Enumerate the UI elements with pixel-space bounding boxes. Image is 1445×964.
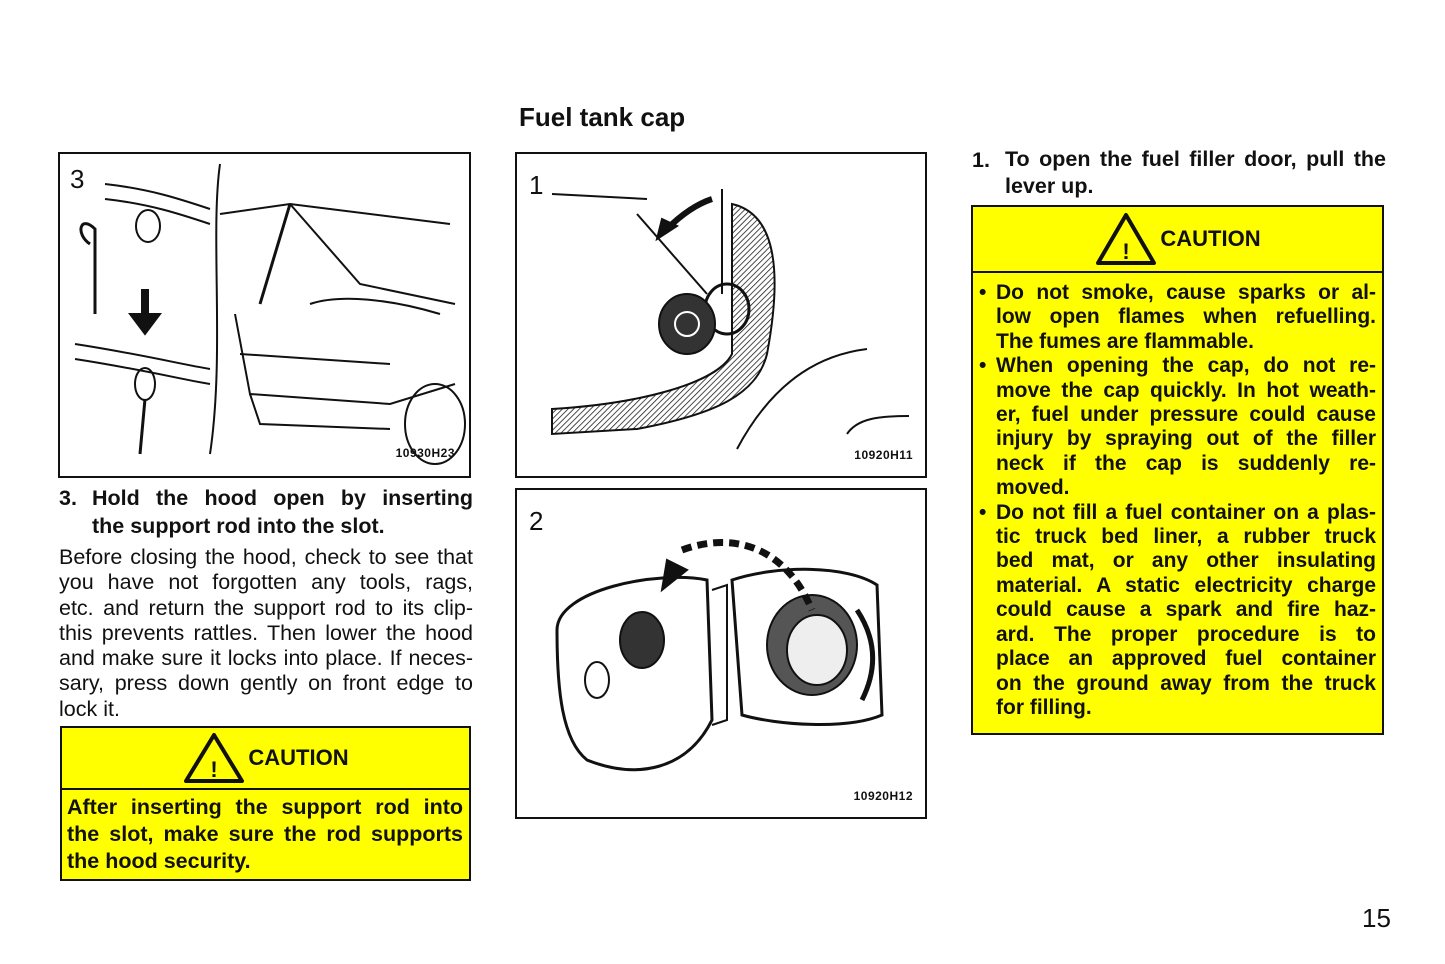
caution-line: moved. — [996, 476, 1070, 500]
caution-bullet: • When opening the cap, do not re-move th… — [979, 354, 1376, 500]
bullet-icon: • — [979, 500, 987, 524]
step-line: the support rod into the slot. — [92, 514, 385, 538]
caution-text: After inserting the support rod into the … — [62, 790, 469, 875]
caution-line: on the ground away from the truck — [996, 671, 1376, 695]
caution-line: the slot, make sure the rod supports — [67, 822, 463, 846]
caution-line: er, fuel under pressure could cause — [996, 403, 1376, 427]
paragraph-line: sary, press down gently on front edge to — [59, 671, 473, 696]
hood-caution-box: ! CAUTION After inserting the support ro… — [60, 726, 471, 881]
paragraph-line: etc. and return the support rod to its c… — [59, 595, 473, 620]
svg-text:!: ! — [1123, 239, 1130, 264]
bullet-icon: • — [979, 354, 987, 378]
figure-code: 10920H11 — [854, 448, 913, 462]
bullet-icon: • — [979, 281, 987, 304]
hood-drawing — [74, 163, 466, 465]
caution-line: The fumes are flammable. — [996, 329, 1254, 353]
step-line: To open the fuel filler door, pull the — [1005, 147, 1386, 171]
caution-line: injury by spraying out of the filler — [996, 427, 1376, 451]
figure-code: 10920H12 — [853, 789, 913, 803]
warning-triangle-icon: ! — [184, 733, 245, 783]
section-heading: Fuel tank cap — [519, 102, 686, 132]
step-line: Hold the hood open by inserting — [92, 486, 473, 510]
caution-bullet: • Do not fill a fuel container on a plas-… — [979, 501, 1376, 721]
caution-line: bed mat, or any other insulating — [996, 549, 1376, 573]
hood-closing-paragraph: Before closing the hood, check to see th… — [59, 545, 473, 722]
caution-line: After inserting the support rod into — [67, 795, 463, 819]
caution-line: neck if the cap is suddenly re- — [996, 451, 1376, 475]
caution-line: Do not fill a fuel container on a plas- — [996, 500, 1376, 524]
svg-text:!: ! — [211, 757, 218, 782]
caution-label: CAUTION — [248, 745, 349, 770]
hood-step-instruction: 3. Hold the hood open by inserting the su… — [59, 484, 473, 540]
caution-line: tic truck bed liner, a rubber truck — [996, 525, 1376, 549]
caution-label: CAUTION — [1160, 226, 1261, 251]
step-number: 3. — [59, 486, 77, 510]
warning-triangle-icon: ! — [1096, 213, 1157, 265]
paragraph-line: and make sure it locks into place. If ne… — [59, 646, 473, 671]
caution-header: ! CAUTION — [973, 207, 1382, 273]
paragraph-line: you have not forgotten any tools, rags, — [59, 570, 473, 595]
filler-door-step-instruction: 1. To open the fuel filler door, pull th… — [972, 146, 1386, 200]
paragraph-line: lock it. — [59, 696, 120, 721]
caution-bullet: • Do not smoke, cause sparks or al-low op… — [979, 281, 1376, 354]
step-number: 1. — [972, 148, 990, 172]
fuel-filler-door-illustration: 1 10920H11 — [515, 152, 927, 478]
step-line: lever up. — [1005, 174, 1094, 198]
caution-line: When opening the cap, do not re- — [996, 354, 1376, 378]
caution-line: move the cap quickly. In hot weath- — [996, 378, 1376, 402]
fuel-caution-box: ! CAUTION • Do not smoke, cause sparks or… — [971, 205, 1384, 735]
caution-line: the hood security. — [67, 849, 251, 873]
filler-door-drawing — [551, 189, 910, 450]
page-number: 15 — [1362, 903, 1391, 933]
fuel-cap-illustration: 2 10920H12 — [515, 488, 927, 819]
caution-line: could cause a spark and fire haz- — [996, 598, 1376, 622]
caution-line: low open flames when refuelling. — [996, 305, 1376, 329]
caution-text: • Do not smoke, cause sparks or al-low op… — [973, 273, 1382, 720]
caution-line: for filling. — [996, 695, 1092, 719]
figure-number: 3 — [70, 164, 85, 194]
fuel-cap-drawing — [555, 539, 884, 772]
caution-line: material. A static electricity charge — [996, 573, 1376, 597]
paragraph-line: this prevents rattles. Then lower the ho… — [59, 620, 473, 645]
figure-code: 10930H23 — [395, 446, 455, 460]
caution-line: Do not smoke, cause sparks or al- — [996, 281, 1376, 304]
figure-number: 1 — [529, 170, 544, 200]
figure-number: 2 — [529, 506, 544, 536]
paragraph-line: Before closing the hood, check to see th… — [59, 545, 473, 569]
caution-line: ard. The proper procedure is to — [996, 622, 1376, 646]
hood-support-illustration: 3 10930H23 — [58, 152, 471, 478]
caution-header: ! CAUTION — [62, 728, 469, 790]
caution-line: place an approved fuel container — [996, 647, 1376, 671]
